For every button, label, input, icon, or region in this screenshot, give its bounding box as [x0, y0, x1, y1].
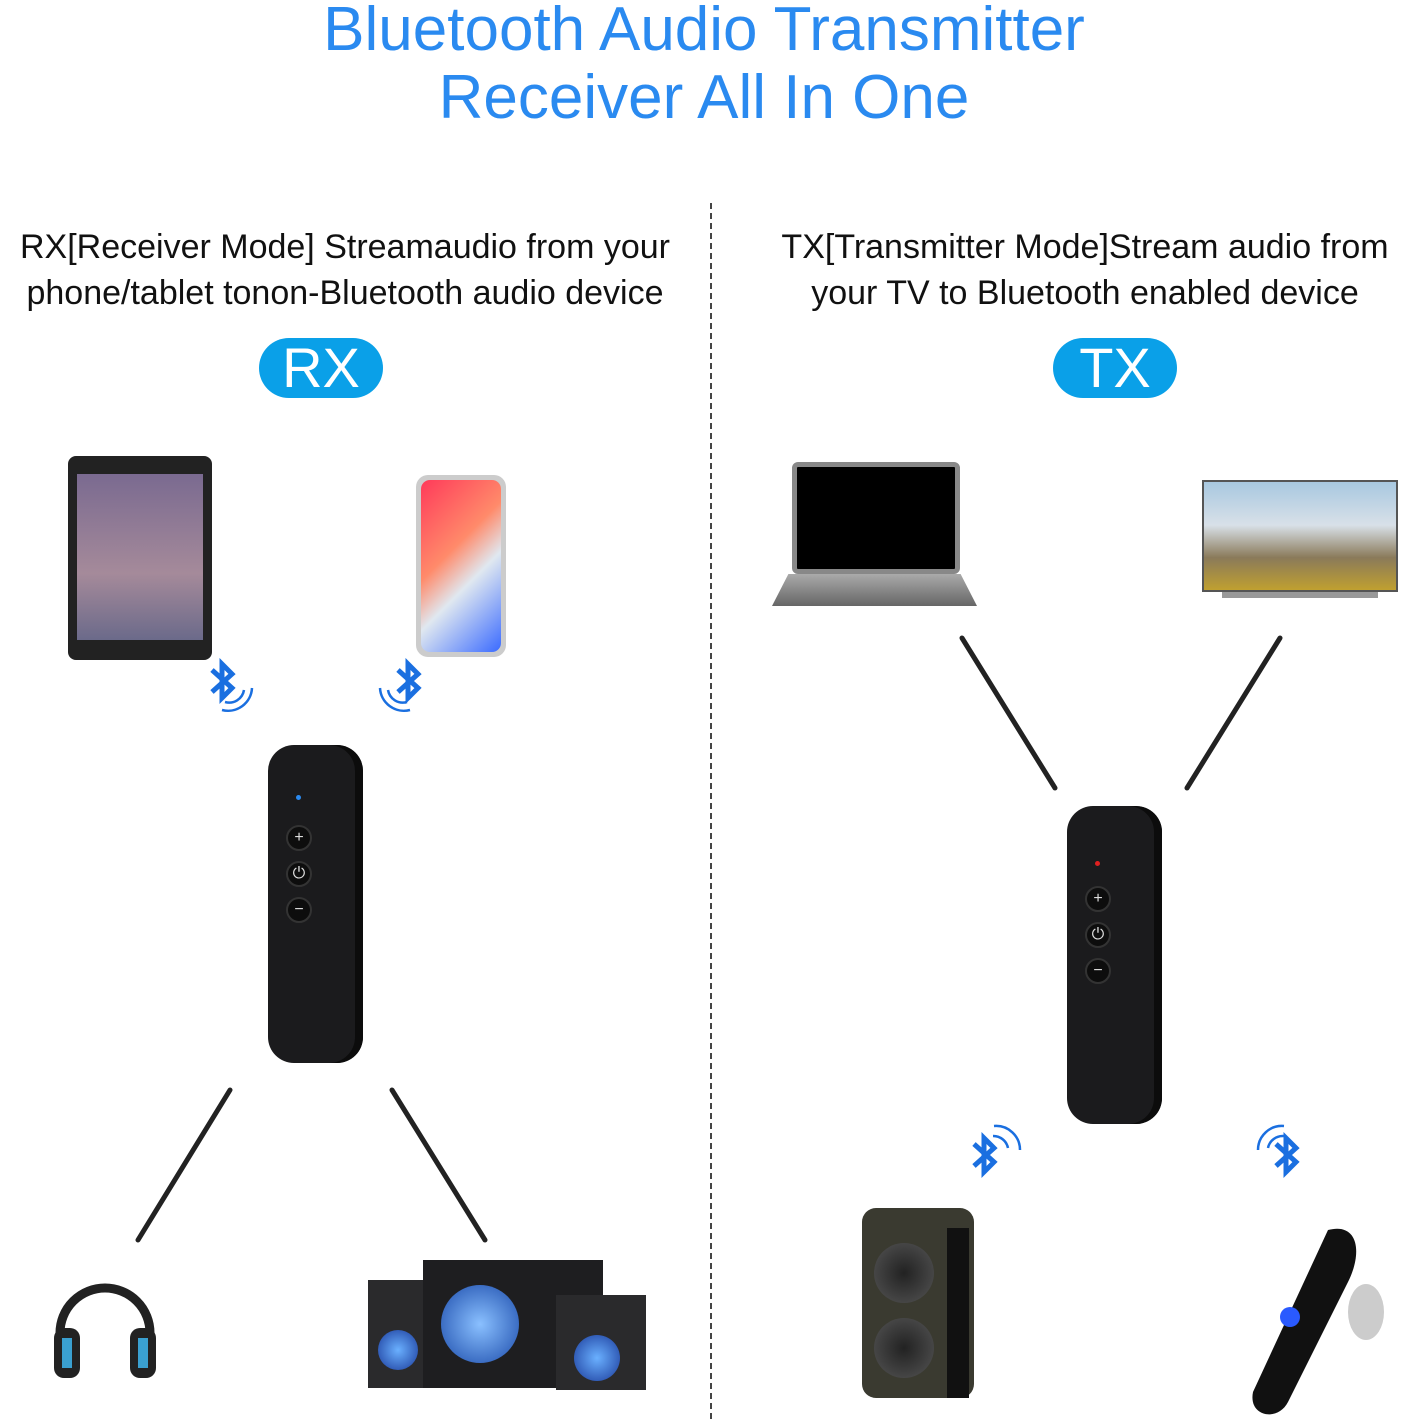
rx-desc-line-1: RX[Receiver Mode] Streamaudio from your	[19, 228, 671, 266]
portable-speaker-icon	[862, 1208, 974, 1398]
divider	[710, 203, 712, 1419]
adapter-icon: + ⏻ −	[268, 745, 363, 1063]
audio-cable-icon	[389, 1087, 488, 1243]
tx-desc-line-1: TX[Transmitter Mode]Stream audio from	[781, 228, 1389, 266]
tx-description: TX[Transmitter Mode]Stream audio from yo…	[740, 224, 1408, 316]
speaker-system-icon	[368, 1260, 646, 1390]
headphones-icon	[54, 1283, 156, 1378]
tx-badge: TX	[1053, 338, 1177, 398]
tablet-icon	[68, 456, 212, 660]
bluetooth-icon	[210, 658, 254, 712]
audio-cable-icon	[135, 1087, 233, 1243]
phone-icon	[416, 475, 506, 657]
title-line-1: Bluetooth Audio Transmitter	[323, 0, 1085, 64]
bluetooth-icon	[1256, 1124, 1300, 1179]
bluetooth-icon	[378, 658, 422, 712]
tx-desc-line-2: your TV to Bluetooth enabled device	[811, 274, 1359, 312]
bluetooth-icon	[972, 1124, 1022, 1179]
audio-cable-icon	[1184, 635, 1283, 791]
audio-cable-icon	[959, 635, 1058, 791]
adapter-icon: + ⏻ −	[1067, 806, 1162, 1124]
title-line-2: Receiver All In One	[438, 63, 970, 132]
laptop-icon	[772, 462, 977, 606]
rx-desc-line-2: phone/tablet tonon-Bluetooth audio devic…	[26, 274, 664, 312]
rx-badge: RX	[259, 338, 383, 398]
tv-icon	[1202, 480, 1398, 600]
rx-description: RX[Receiver Mode] Streamaudio from your …	[0, 224, 690, 316]
bluetooth-headset-icon	[1252, 1228, 1384, 1415]
